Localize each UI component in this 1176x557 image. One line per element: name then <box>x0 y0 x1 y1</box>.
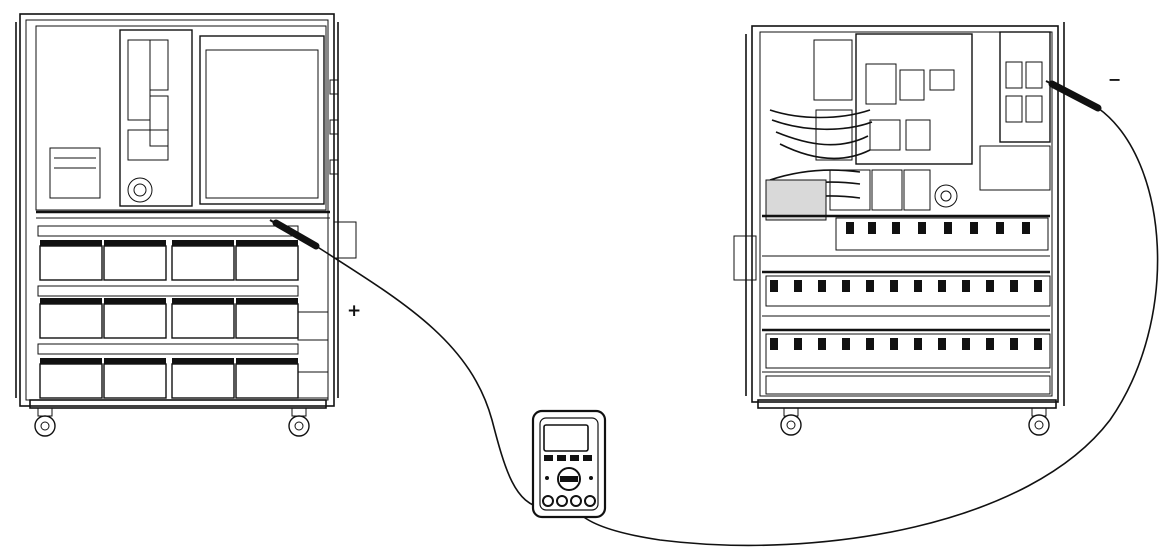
right-wheel-1 <box>780 407 802 436</box>
left-cabinet <box>15 13 357 437</box>
positive-test-lead <box>269 219 545 509</box>
left-small-module <box>49 147 101 199</box>
right-battery-bank <box>762 214 1051 395</box>
right-cable-harness <box>765 109 931 221</box>
positive-terminal-label: + <box>347 301 362 321</box>
negative-terminal-label: − <box>1108 70 1122 89</box>
left-fan <box>127 177 153 203</box>
left-top-panel <box>199 35 325 205</box>
left-control-board <box>119 29 193 207</box>
right-wheel-2 <box>1028 407 1050 436</box>
right-control-board <box>855 33 973 165</box>
right-cabinet <box>733 22 1065 436</box>
left-wheel-1 <box>34 407 56 437</box>
multimeter <box>531 409 607 519</box>
right-fan <box>934 184 958 208</box>
left-wheel-2 <box>288 407 310 437</box>
multimeter-display <box>543 424 589 452</box>
negative-test-lead <box>577 80 1159 547</box>
left-battery-bank <box>37 225 329 399</box>
